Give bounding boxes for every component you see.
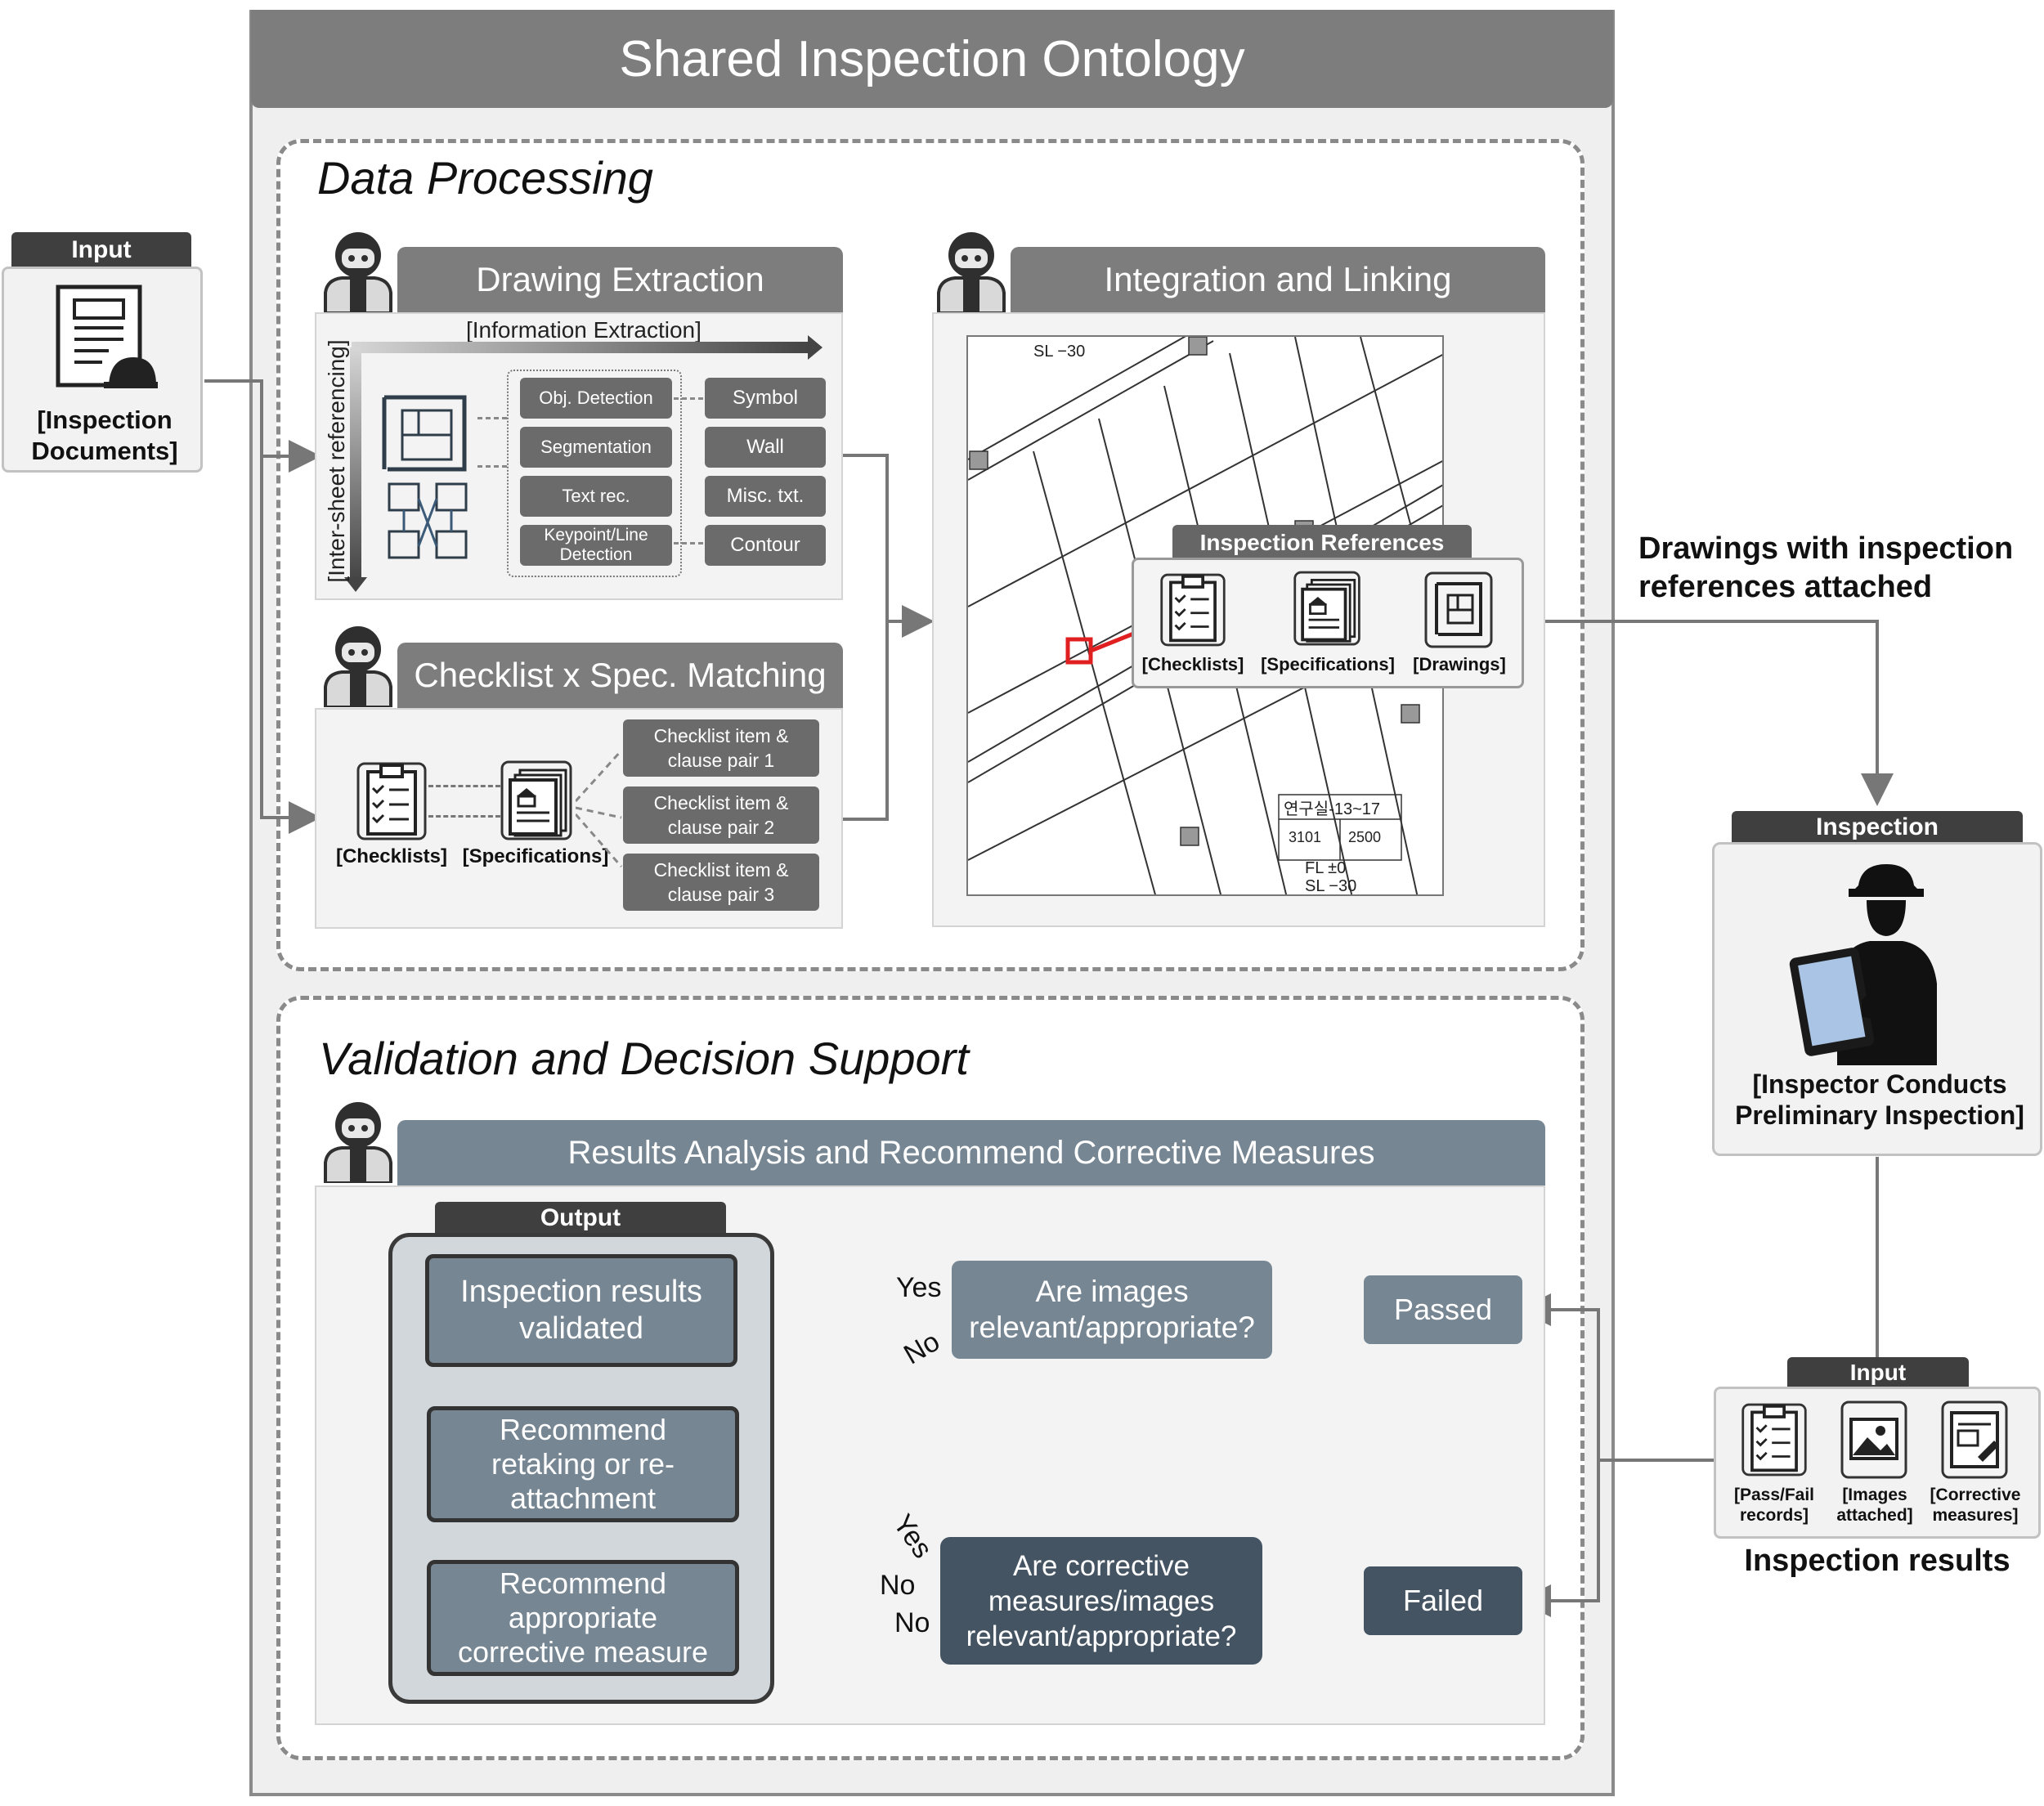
svg-text:FL ±0: FL ±0 <box>1305 859 1346 877</box>
method-keypoint-line: Keypoint/Line Detection <box>520 525 672 566</box>
pair-2: Checklist item & clause pair 2 <box>623 786 819 844</box>
info-extraction-arrowhead <box>808 335 823 360</box>
pair-1: Checklist item & clause pair 1 <box>623 719 819 777</box>
drawings-attached-label: Drawings with inspection references atta… <box>1638 531 2014 604</box>
passed-box: Passed <box>1364 1275 1522 1344</box>
robot-icon <box>324 232 392 313</box>
output-misc-text: Misc. txt. <box>705 476 826 517</box>
robot-icon <box>324 626 392 707</box>
info-extraction-label: [Information Extraction] <box>466 317 702 343</box>
q1-yes-label: Yes <box>896 1272 942 1303</box>
input-documents-label: [Inspection Documents] <box>31 406 178 465</box>
inspection-references-tab: Inspection References <box>1172 525 1472 561</box>
integration-header: Integration and Linking <box>1011 247 1545 312</box>
checklist-spec-dashes <box>428 785 500 818</box>
question-corrective: Are corrective measures/images relevant/… <box>940 1537 1262 1665</box>
drawing-extraction-header: Drawing Extraction <box>397 247 843 312</box>
method-segmentation: Segmentation <box>520 427 672 468</box>
checklist-icon <box>1160 573 1226 647</box>
svg-text:연구실-13~17: 연구실-13~17 <box>1284 800 1380 818</box>
output-wall: Wall <box>705 427 826 468</box>
main-title: Shared Inspection Ontology <box>251 10 1613 108</box>
corrective-measures-label: [Corrective measures] <box>1930 1486 2021 1525</box>
specification-icon <box>1293 571 1360 646</box>
methods-dotted-group <box>507 370 682 577</box>
input-documents-box: [Inspection Documents] <box>2 267 203 473</box>
inspection-label: [Inspector Conducts Preliminary Inspecti… <box>1735 1069 2024 1130</box>
inter-sheet-label: [Inter-sheet referencing] <box>324 339 349 583</box>
inspection-document-icon <box>56 285 158 388</box>
pair-3: Checklist item & clause pair 3 <box>623 854 819 911</box>
inter-sheet-arrowhead <box>344 577 367 592</box>
q2-no-label-1: No <box>880 1570 916 1601</box>
info-extraction-arrow <box>352 342 809 353</box>
q2-no-label-2: No <box>894 1607 930 1638</box>
output-symbol: Symbol <box>705 378 826 419</box>
output-tab: Output <box>435 1202 726 1235</box>
checklist-matching-header: Checklist x Spec. Matching <box>397 643 843 708</box>
inter-sheet-arrow <box>350 347 361 580</box>
robot-icon <box>937 232 1006 313</box>
floorplan-icon <box>382 395 468 559</box>
failed-box: Failed <box>1364 1566 1522 1635</box>
input-tab-left: Input <box>11 232 191 268</box>
svg-text:SL −30: SL −30 <box>1033 343 1085 361</box>
svg-text:SL −30: SL −30 <box>1305 877 1356 895</box>
pass-fail-records-label: [Pass/Fail records] <box>1733 1486 1815 1525</box>
inspector-icon <box>1789 864 1937 1065</box>
pass-fail-records-icon <box>1741 1403 1807 1477</box>
method-obj-detection: Obj. Detection <box>520 378 672 419</box>
method-output-dashes <box>674 397 703 544</box>
drawing-icon <box>1424 571 1493 648</box>
input-tab-right: Input <box>1787 1357 1969 1388</box>
svg-text:3101: 3101 <box>1289 829 1321 845</box>
output-validated: Inspection results validated <box>425 1254 737 1367</box>
validation-title: Validation and Decision Support <box>319 1033 969 1084</box>
results-analysis-header: Results Analysis and Recommend Correctiv… <box>397 1120 1545 1185</box>
data-processing-title: Data Processing <box>317 152 653 204</box>
checklist-icon <box>356 762 427 840</box>
ref-checklists-label: [Checklists] <box>1141 654 1244 674</box>
ref-drawings-label: [Drawings] <box>1413 654 1506 674</box>
checklists-label: [Checklists] <box>335 845 448 867</box>
inspection-box: [Inspector Conducts Preliminary Inspecti… <box>1712 842 2042 1156</box>
spec-to-pairs-dashes <box>576 749 623 867</box>
inspection-results-caption: Inspection results <box>1744 1544 2010 1578</box>
question-images: Are images relevant/appropriate? <box>952 1261 1272 1359</box>
method-text-rec: Text rec. <box>520 476 672 517</box>
corrective-measures-icon <box>1941 1400 2008 1479</box>
output-retake: Recommend retaking or re-attachment <box>427 1406 739 1522</box>
output-corrective: Recommend appropriate corrective measure <box>427 1560 739 1676</box>
svg-text:2500: 2500 <box>1348 829 1381 845</box>
output-contour: Contour <box>705 525 826 566</box>
robot-icon <box>324 1102 392 1183</box>
specification-icon <box>500 760 572 840</box>
images-attached-label: [Images attached] <box>1836 1486 1913 1525</box>
images-attached-icon <box>1840 1400 1907 1479</box>
specifications-label: [Specifications] <box>462 845 609 867</box>
ref-specifications-label: [Specifications] <box>1261 654 1395 674</box>
floorplan-to-methods-arrows <box>477 417 507 468</box>
inspection-tab: Inspection <box>1732 811 2023 844</box>
